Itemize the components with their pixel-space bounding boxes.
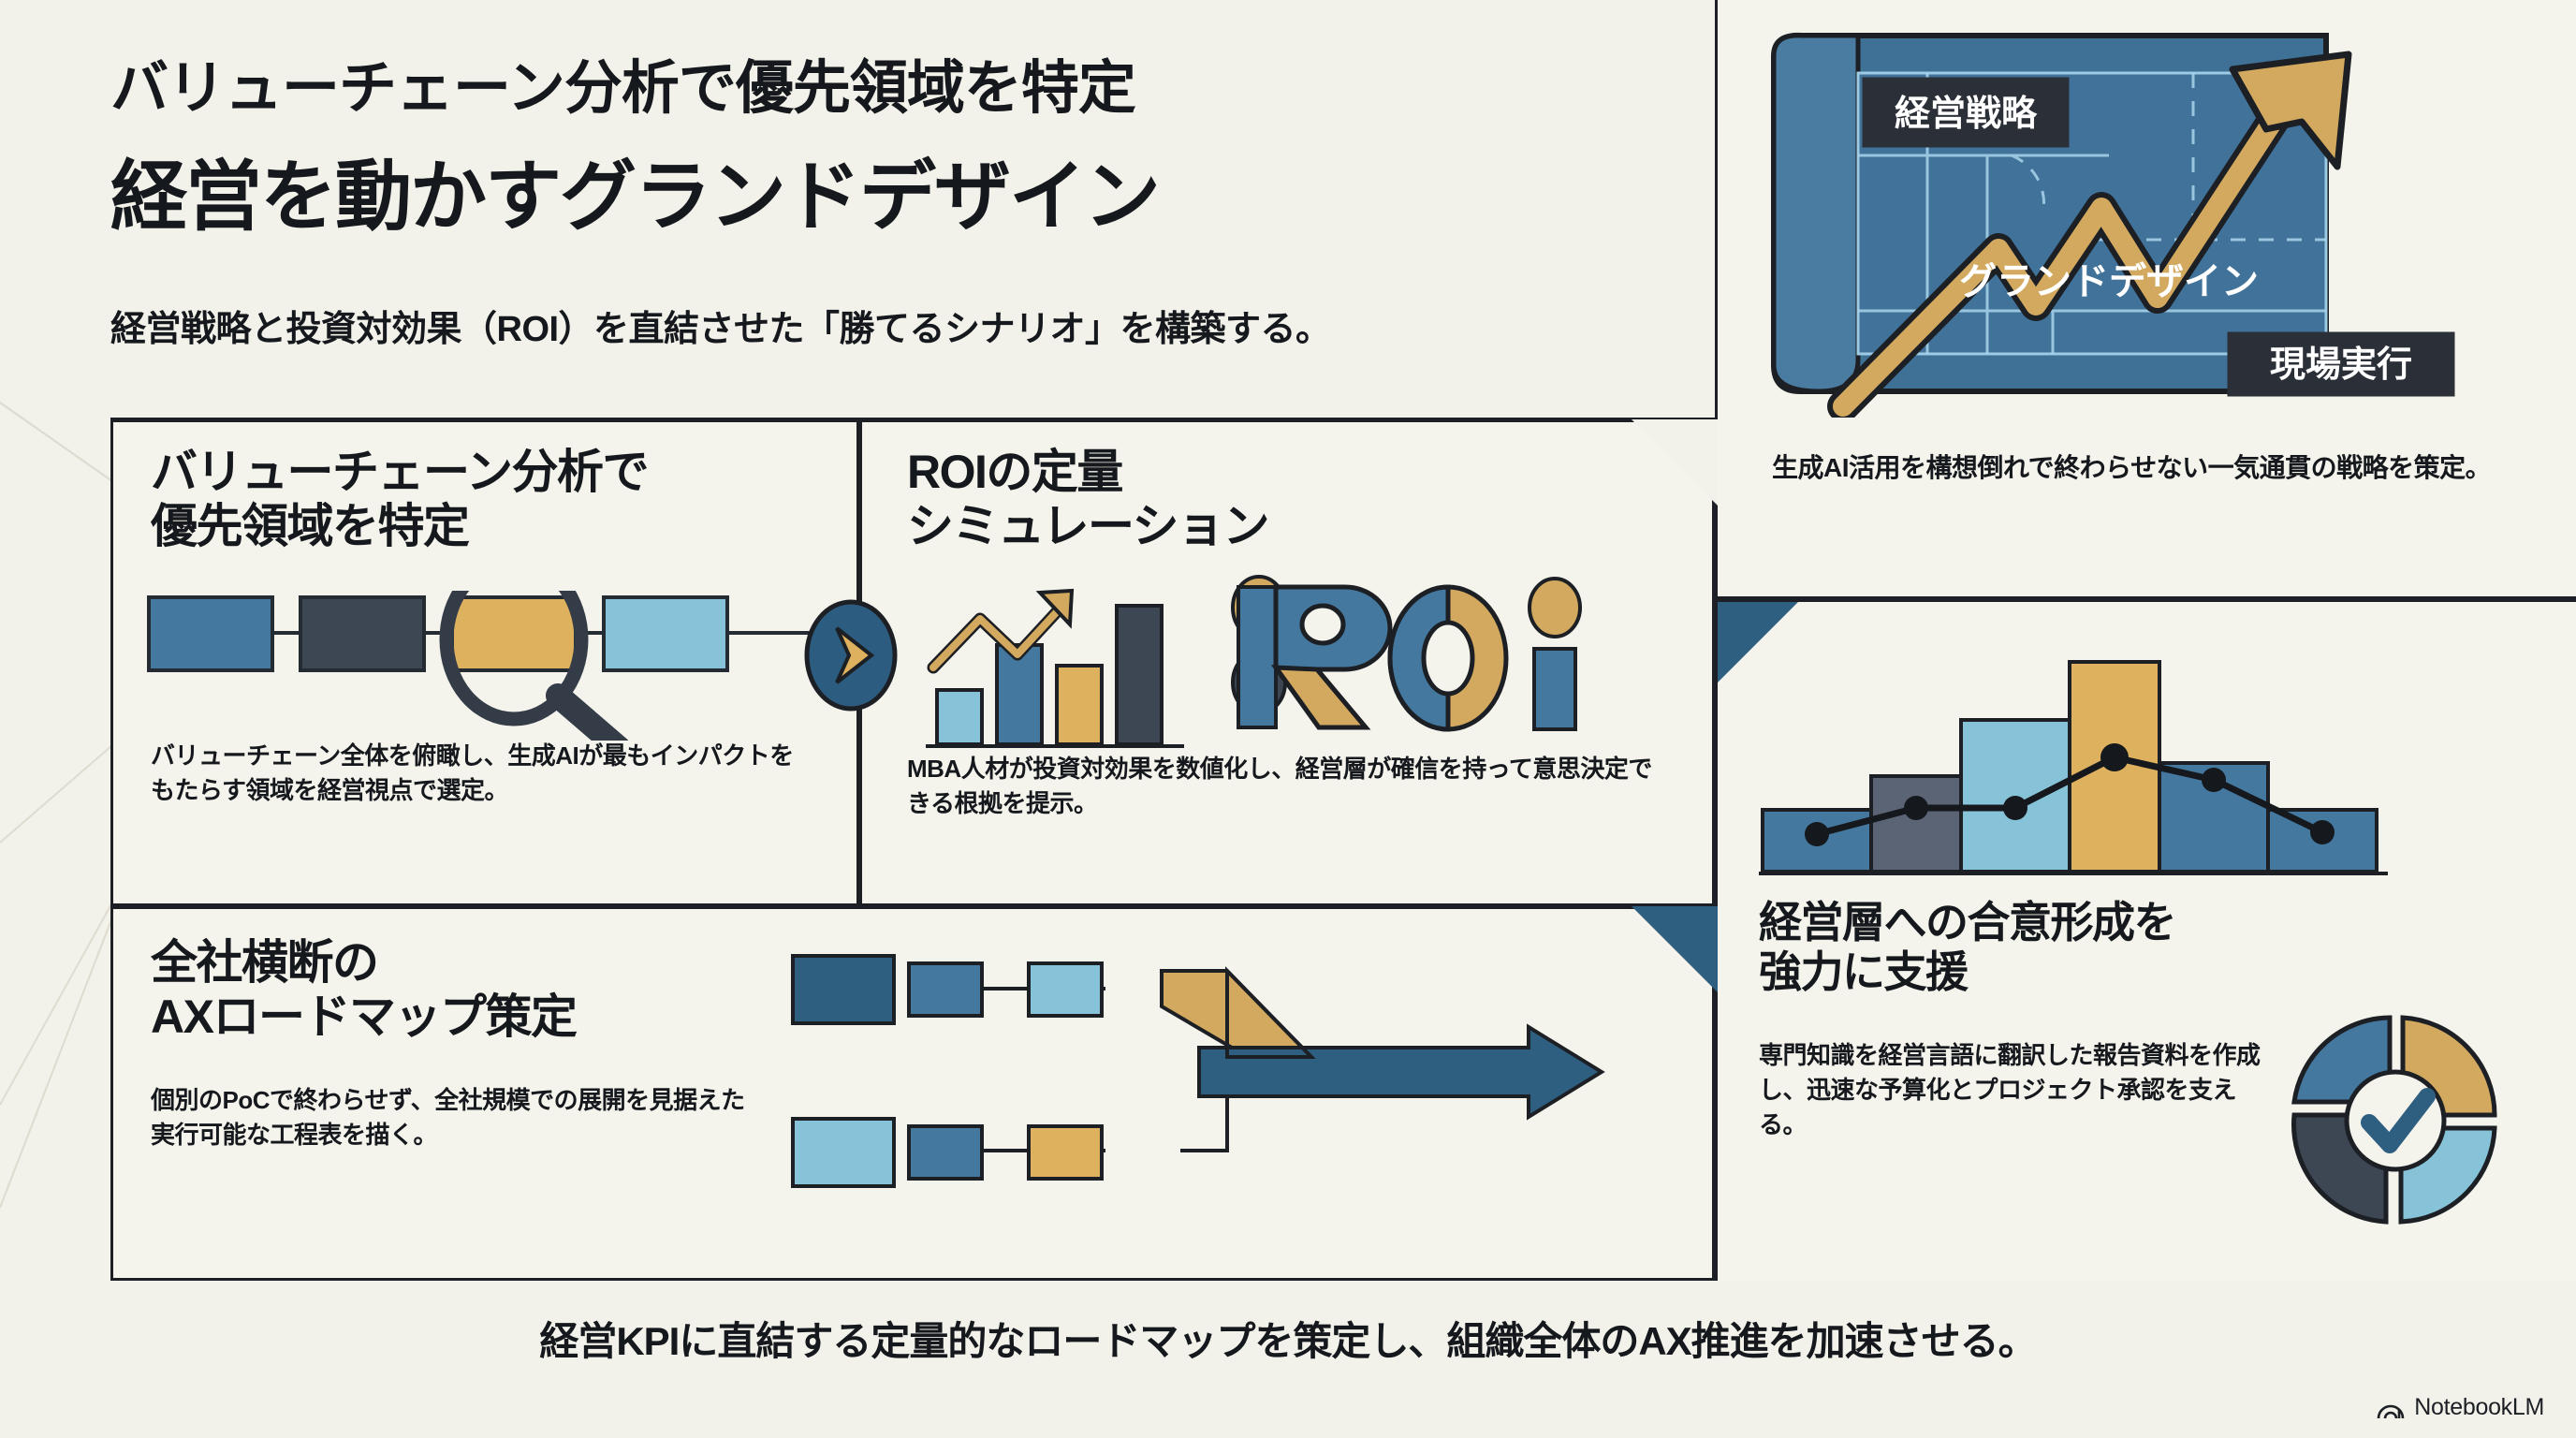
corner-wedge-decoration-2 (1632, 419, 1718, 506)
magnifier-value-chain-icon (147, 591, 843, 741)
card-roadmap[interactable]: 全社横断の AXロードマップ策定 個別のPoCで終わらせず、全社規模での展開を見… (110, 906, 1715, 1281)
footer-banner: 経営KPIに直結する定量的なロードマップを策定し、組織全体のAX推進を加速させる… (0, 1281, 2576, 1395)
card-grand-design-body: 生成AI活用を構想倒れで終わらせない一気通貫の戦略を策定。 (1772, 453, 2492, 482)
chip-label-strategy: 経営戦略 (1895, 95, 2038, 134)
card-roi[interactable]: ROIの定量 シミュレーション (859, 419, 1715, 906)
card-roi-body: MBA人材が投資対効果を数値化し、経営層が確信を持って意思決定できる根拠を提示。 (907, 755, 1652, 817)
blueprint-growth-arrow-icon: 経営戦略 グランドデザイン 現場実行 (1771, 32, 2455, 418)
corner-wedge-decoration (1632, 906, 1718, 992)
card-consensus-title: 経営層への合意形成を 強力に支援 (1759, 898, 2177, 997)
puzzle-check-icon (2291, 1015, 2497, 1225)
bar-chart-growth-icon (926, 588, 1184, 748)
card-value-chain[interactable]: バリューチェーン分析で 優先領域を特定 バリューチェーン全体を俯瞰し、生成AIが… (110, 419, 898, 906)
chip-label-grand-design: グランドデザイン (1959, 260, 2259, 302)
roi-wordmark-icon (1231, 575, 1582, 732)
card-roi-title: ROIの定量 シミュレーション (907, 446, 1270, 552)
notebooklm-logo-icon (2377, 1404, 2405, 1418)
card-roadmap-body: 個別のPoCで終わらせず、全社規模での展開を見据えた実行可能な工程表を描く。 (151, 1086, 745, 1149)
card-grand-design[interactable]: 経営戦略 グランドデザイン 現場実行 生成AI活用を構想倒れで終わらせない一気通… (1715, 0, 2576, 599)
card-roadmap-title: 全社横断の AXロードマップ策定 (151, 936, 578, 1043)
page-title: 経営を動かすグランドデザイン (110, 154, 1161, 240)
chip-label-execution: 現場実行 (2270, 345, 2412, 385)
corner-wedge-decoration-3 (1718, 602, 1798, 682)
header-divider (110, 418, 1715, 468)
chevron-right-badge-icon (804, 599, 898, 712)
card-consensus-body: 専門知識を経営言語に翻訳した報告資料を作成し、迅速な予算化とプロジェクト承認を支… (1759, 1041, 2261, 1138)
brand-name: NotebookLM (2414, 1394, 2544, 1420)
card-value-chain-body: バリューチェーン全体を俯瞰し、生成AIが最もインパクトをもたらす領域を経営視点で… (151, 741, 794, 804)
brand-watermark: NotebookLM (2377, 1394, 2544, 1421)
roadmap-flow-arrow-icon (791, 954, 1605, 1188)
header: バリューチェーン分析で優先領域を特定 経営を動かすグランドデザイン 経営戦略と投… (0, 0, 1715, 404)
header-kicker: バリューチェーン分析で優先領域を特定 (110, 56, 1136, 121)
header-subtitle: 経営戦略と投資対効果（ROI）を直結させた「勝てるシナリオ」を構築する。 (110, 310, 1331, 349)
histogram-trend-chart (1759, 660, 2388, 875)
footer-banner-text: 経営KPIに直結する定量的なロードマップを策定し、組織全体のAX推進を加速させる… (539, 1318, 2037, 1363)
card-consensus[interactable]: 経営層への合意形成を 強力に支援 専門知識を経営言語に翻訳した報告資料を作成し、… (1715, 599, 2576, 1281)
